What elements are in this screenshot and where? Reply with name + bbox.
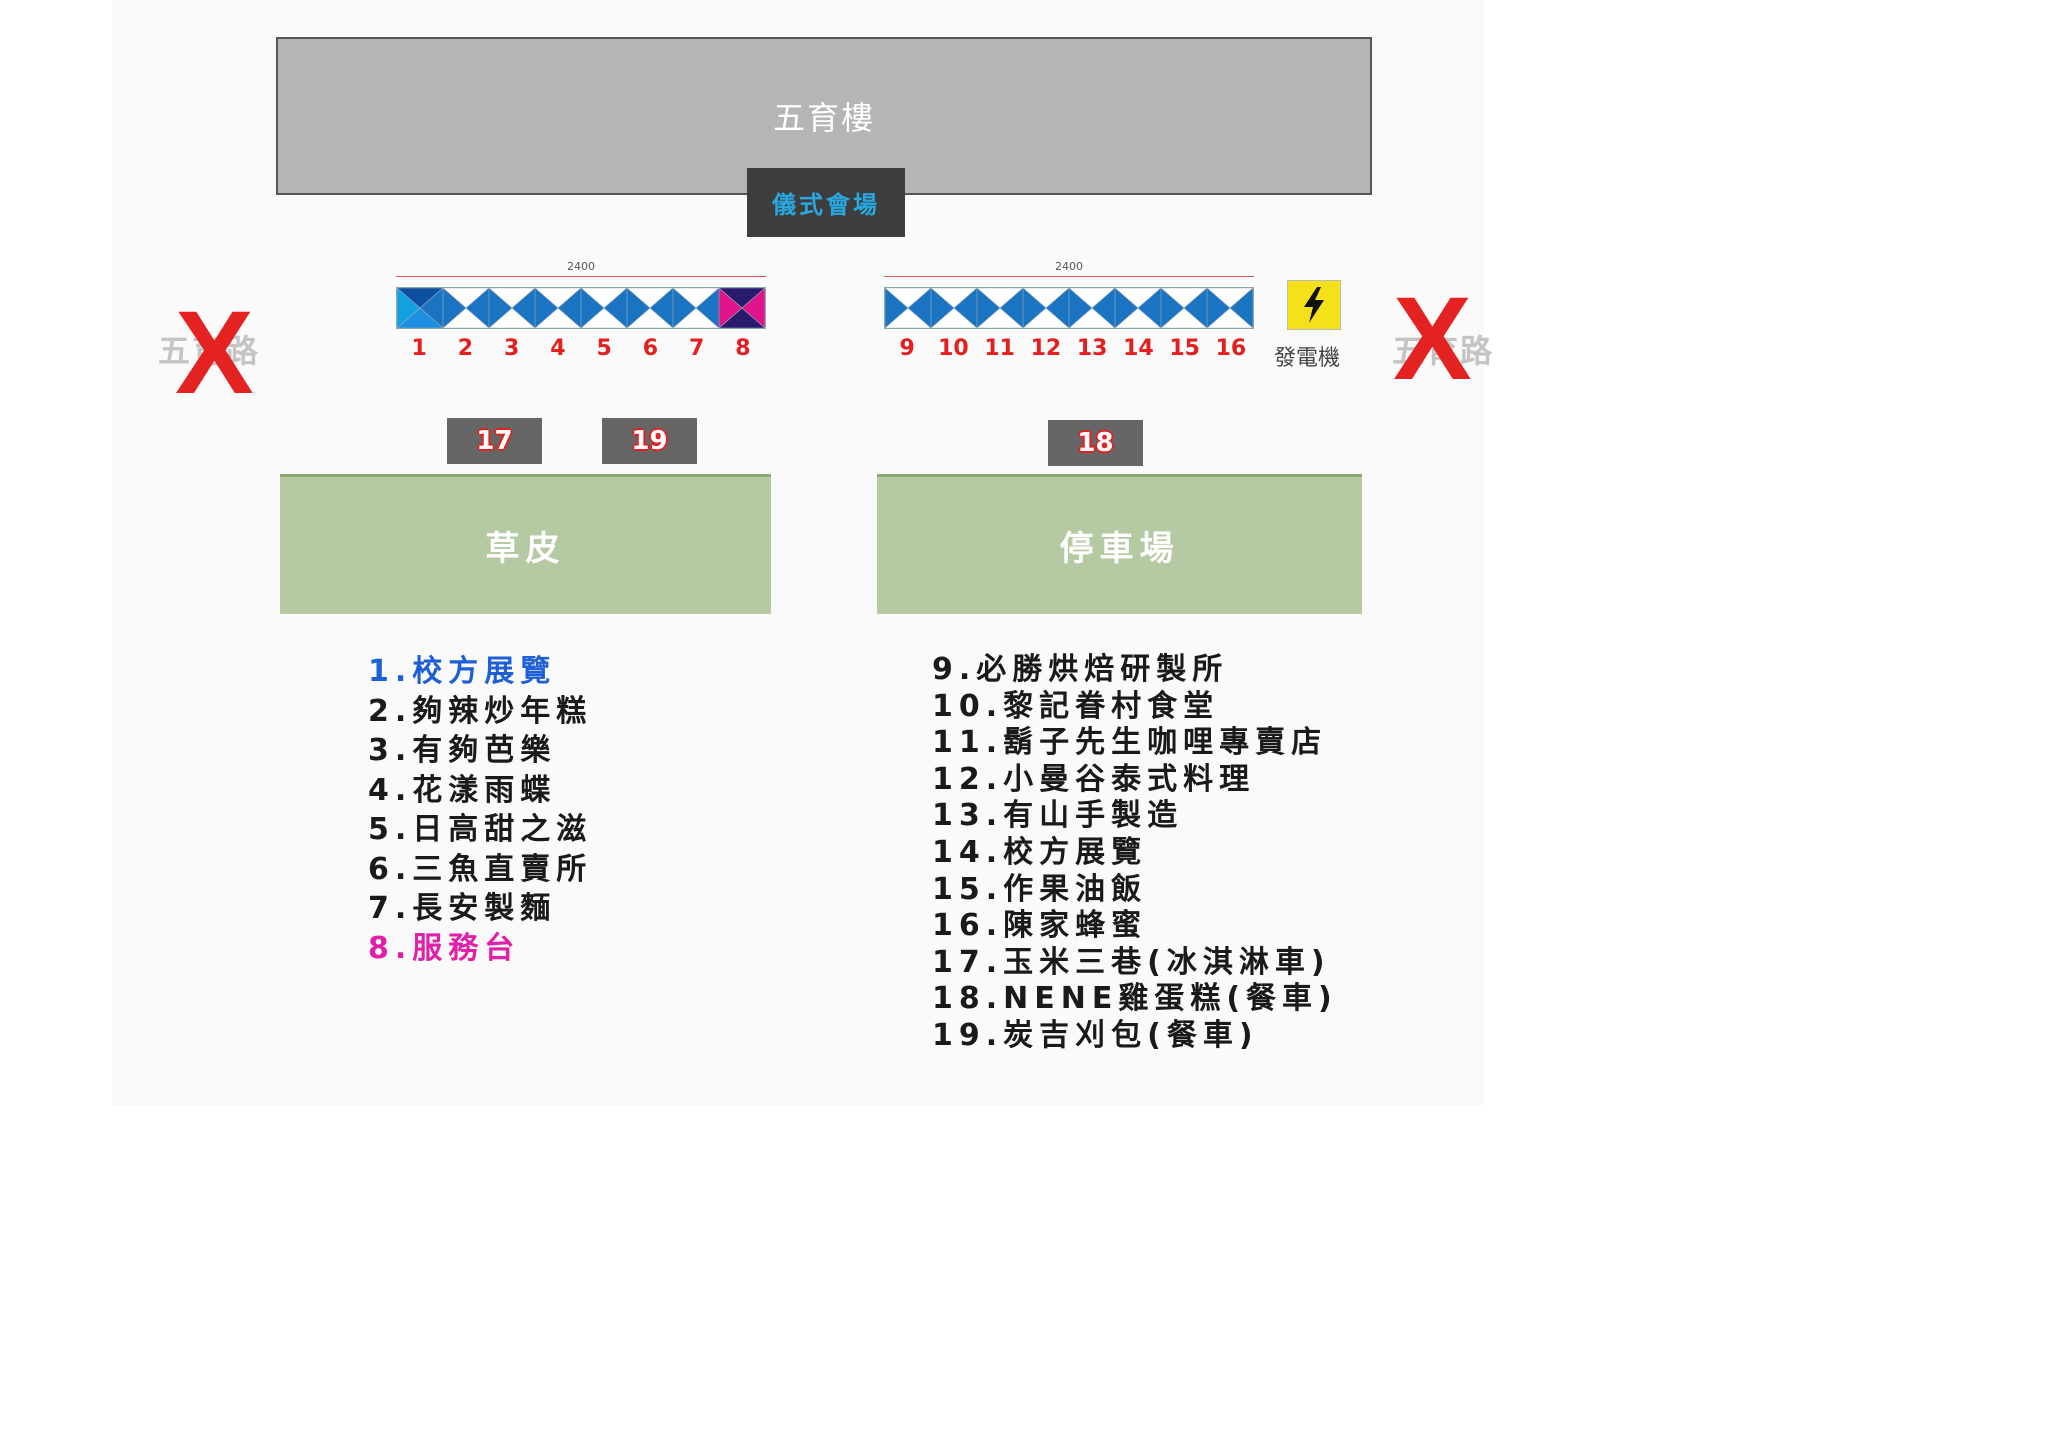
stall-tent-14 <box>1115 288 1161 328</box>
stall-tent-8 <box>719 288 765 328</box>
legend-item: 14.校方展覽 <box>932 834 1148 870</box>
food-truck-17-number: 17 <box>476 426 513 456</box>
stall-tent-16 <box>1207 288 1253 328</box>
parking-area: 停車場 <box>877 474 1362 614</box>
legend-item: 6.三魚直賣所 <box>368 851 593 887</box>
legend-item: 12.小曼谷泰式料理 <box>932 761 1256 797</box>
stall-number-9: 9 <box>899 336 915 361</box>
legend-left: 1.校方展覽 2.夠辣炒年糕 3.有夠芭樂 4.花漾雨蝶 5.日高甜之滋 6.三… <box>368 652 592 968</box>
legend-item: 17.玉米三巷(冰淇淋車) <box>932 944 1331 980</box>
stall-number-10: 10 <box>938 336 969 361</box>
lawn-label: 草皮 <box>485 529 566 569</box>
stall-tent-6 <box>627 288 673 328</box>
legend-item: 8.服務台 <box>368 930 521 966</box>
ceremony-label: 儀式會場 <box>772 191 880 219</box>
legend-item: 13.有山手製造 <box>932 798 1184 834</box>
stall-row-left <box>396 287 766 329</box>
stall-tent-10 <box>931 288 977 328</box>
legend-right: 9.必勝烘焙研製所 10.黎記眷村食堂 11.鬍子先生咖哩專賣店 12.小曼谷泰… <box>932 652 1338 1055</box>
stall-number-15: 15 <box>1169 336 1200 361</box>
legend-item: 16.陳家蜂蜜 <box>932 908 1148 944</box>
dimension-left: 2400 <box>396 260 766 278</box>
stall-tent-7 <box>673 288 719 328</box>
stall-row-right <box>884 287 1254 329</box>
legend-item: 3.有夠芭樂 <box>368 733 557 768</box>
stall-number-16: 16 <box>1215 336 1247 361</box>
dimension-right-label: 2400 <box>1055 260 1083 273</box>
food-truck-19-number: 19 <box>631 426 668 456</box>
stall-tent-3 <box>489 288 535 328</box>
stall-number-8: 8 <box>735 336 751 361</box>
stall-tent-5 <box>581 288 627 328</box>
parking-label: 停車場 <box>1059 529 1180 569</box>
road-left-label: 五育路 <box>158 332 261 370</box>
stall-number-14: 14 <box>1123 336 1154 361</box>
stall-number-5: 5 <box>596 336 612 361</box>
legend-item: 18.NENE雞蛋糕(餐車) <box>932 981 1338 1017</box>
legend-item: 1.校方展覽 <box>368 654 557 689</box>
stall-number-4: 4 <box>550 336 566 361</box>
legend-item: 7.長安製麵 <box>368 891 557 926</box>
stall-tent-15 <box>1161 288 1207 328</box>
food-truck-17: 17 <box>447 418 542 464</box>
stall-tent-4 <box>535 288 581 328</box>
road-closed-left-icon: X <box>175 287 254 419</box>
legend-item: 2.夠辣炒年糕 <box>368 693 593 729</box>
food-truck-18: 18 <box>1048 420 1143 466</box>
lightning-icon <box>1304 287 1324 323</box>
stall-number-11: 11 <box>984 336 1015 361</box>
generator-icon <box>1287 280 1341 330</box>
stall-tent-11 <box>977 288 1023 328</box>
stall-tent-12 <box>1023 288 1069 328</box>
stall-number-12: 12 <box>1030 336 1062 361</box>
legend-item: 15.作果油飯 <box>932 871 1148 907</box>
stall-number-7: 7 <box>688 336 705 361</box>
stall-number-13: 13 <box>1076 336 1108 361</box>
stall-number-2: 2 <box>457 336 474 361</box>
legend-item: 9.必勝烘焙研製所 <box>932 652 1229 687</box>
stall-number-1: 1 <box>411 336 427 361</box>
food-truck-19: 19 <box>602 418 697 464</box>
road-closed-right-icon: X <box>1393 273 1472 405</box>
dimension-left-label: 2400 <box>567 260 595 273</box>
dimension-right: 2400 <box>884 260 1254 278</box>
legend-item: 11.鬍子先生咖哩專賣店 <box>932 725 1328 761</box>
stall-number-6: 6 <box>642 336 659 361</box>
generator-label: 發電機 <box>1274 346 1341 371</box>
legend-item: 4.花漾雨蝶 <box>368 772 557 808</box>
legend-item: 19.炭吉刈包(餐車) <box>932 1017 1259 1053</box>
legend-item: 10.黎記眷村食堂 <box>932 688 1220 724</box>
stall-tent-1 <box>397 288 443 328</box>
stall-tent-13 <box>1069 288 1115 328</box>
building-label: 五育樓 <box>772 99 875 137</box>
legend-item: 5.日高甜之滋 <box>368 812 593 847</box>
food-truck-18-number: 18 <box>1077 428 1114 458</box>
stall-tent-9 <box>885 288 931 328</box>
stall-tent-2 <box>443 288 489 328</box>
road-right-label: 五育路 <box>1392 332 1495 370</box>
ceremony-area: 儀式會場 <box>747 168 905 237</box>
lawn-area: 草皮 <box>280 474 771 614</box>
stall-number-3: 3 <box>503 336 520 361</box>
